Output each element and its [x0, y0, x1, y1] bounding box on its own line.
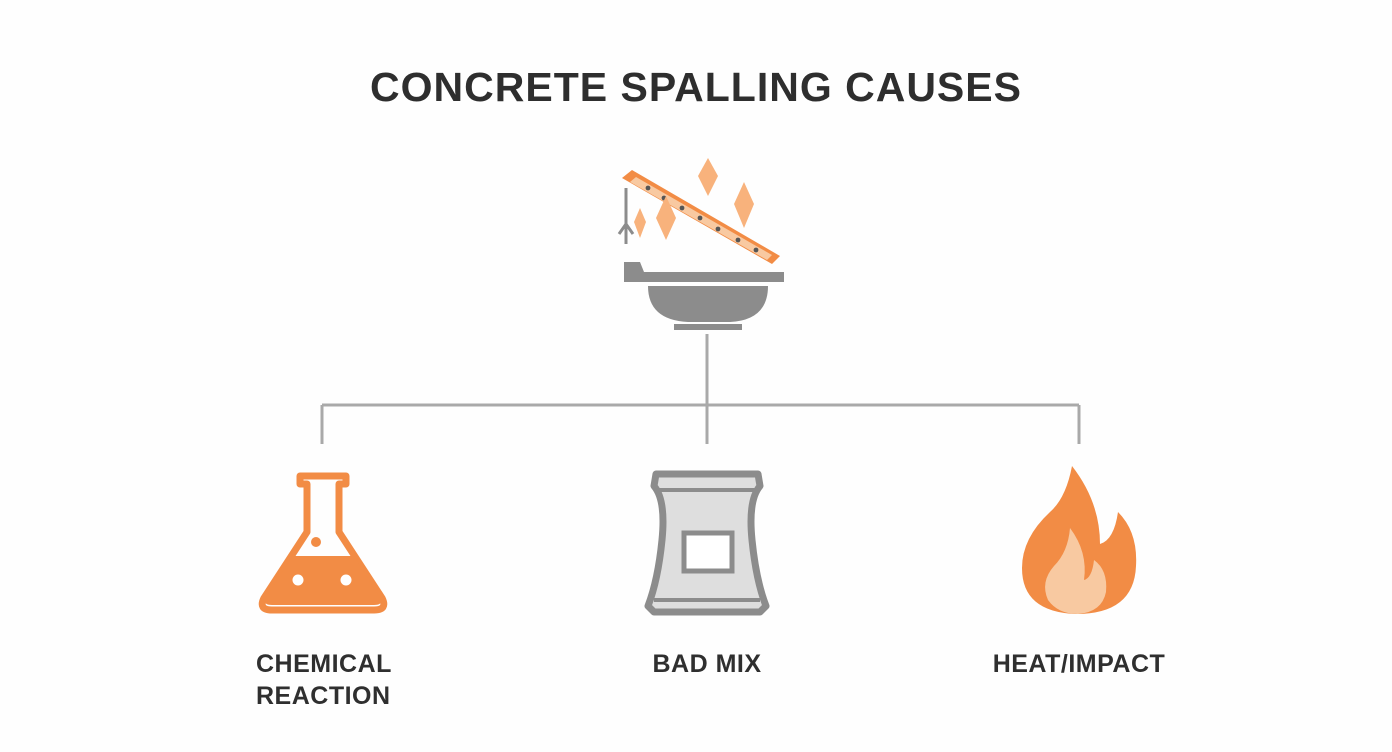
cause-label-bad-mix: BAD MIX: [600, 648, 814, 680]
cause-label-heat-impact: HEAT/IMPACT: [960, 648, 1198, 680]
page-title: CONCRETE SPALLING CAUSES: [370, 64, 1022, 110]
cause-label-line: REACTION: [256, 682, 391, 710]
up-arrow-icon: [617, 188, 635, 244]
cement-bag-icon: [644, 470, 770, 616]
bowl-icon: [624, 262, 784, 330]
cause-label-line: CHEMICAL: [256, 650, 392, 678]
spalling-concrete-icon: [617, 158, 784, 330]
cause-label-line: BAD MIX: [652, 650, 762, 678]
cause-label-chemical-reaction: CHEMICAL REACTION: [256, 648, 392, 712]
cause-label-line: HEAT/IMPACT: [992, 650, 1166, 678]
spalling-fragments: [634, 158, 754, 240]
concrete-slab: [622, 170, 780, 264]
connector-lines: [320, 334, 1081, 444]
flask-icon: [258, 472, 388, 614]
flame-icon: [1022, 466, 1137, 614]
